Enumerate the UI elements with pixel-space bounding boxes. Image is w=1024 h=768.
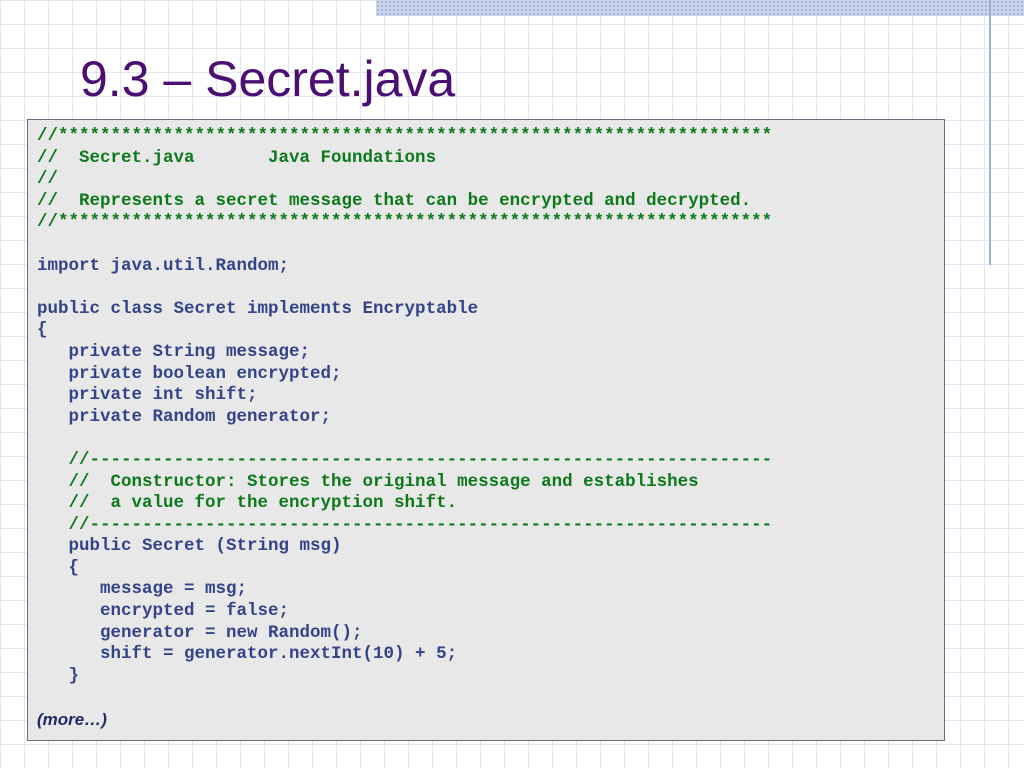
code-line: import java.util.Random; bbox=[37, 255, 290, 276]
code-line: public class Secret implements Encryptab… bbox=[37, 298, 479, 319]
code-line: // Represents a secret message that can … bbox=[37, 190, 752, 211]
code-line: private Random generator; bbox=[37, 406, 332, 427]
code-line: public Secret (String msg) bbox=[37, 536, 342, 557]
slide-vertical-rule bbox=[989, 0, 991, 265]
code-line: message = msg; bbox=[37, 579, 248, 600]
code-line: private boolean encrypted; bbox=[37, 363, 342, 384]
code-line: private int shift; bbox=[37, 385, 258, 406]
code-listing: //**************************************… bbox=[27, 119, 945, 741]
code-line: { bbox=[37, 320, 48, 341]
more-label: (more…) bbox=[37, 710, 107, 730]
code-line: //--------------------------------------… bbox=[37, 514, 773, 535]
code-line bbox=[37, 234, 944, 256]
code-line: } bbox=[37, 665, 80, 686]
slide-top-band bbox=[376, 0, 1024, 16]
code-line: { bbox=[37, 557, 80, 578]
code-line: private String message; bbox=[37, 341, 311, 362]
code-line bbox=[37, 277, 944, 299]
code-line: //--------------------------------------… bbox=[37, 449, 773, 470]
code-line: // Constructor: Stores the original mess… bbox=[37, 471, 699, 492]
code-line: encrypted = false; bbox=[37, 601, 290, 622]
code-line: //**************************************… bbox=[37, 126, 773, 146]
code-line: // Secret.java Java Foundations bbox=[37, 147, 437, 168]
code-line: shift = generator.nextInt(10) + 5; bbox=[37, 644, 458, 665]
code-line bbox=[37, 428, 944, 450]
code-line: // bbox=[37, 169, 59, 190]
code-line: //**************************************… bbox=[37, 212, 773, 233]
code-line: generator = new Random(); bbox=[37, 622, 363, 643]
slide-title: 9.3 – Secret.java bbox=[80, 51, 456, 107]
code-line bbox=[37, 687, 944, 709]
code-line: // a value for the encryption shift. bbox=[37, 493, 458, 514]
